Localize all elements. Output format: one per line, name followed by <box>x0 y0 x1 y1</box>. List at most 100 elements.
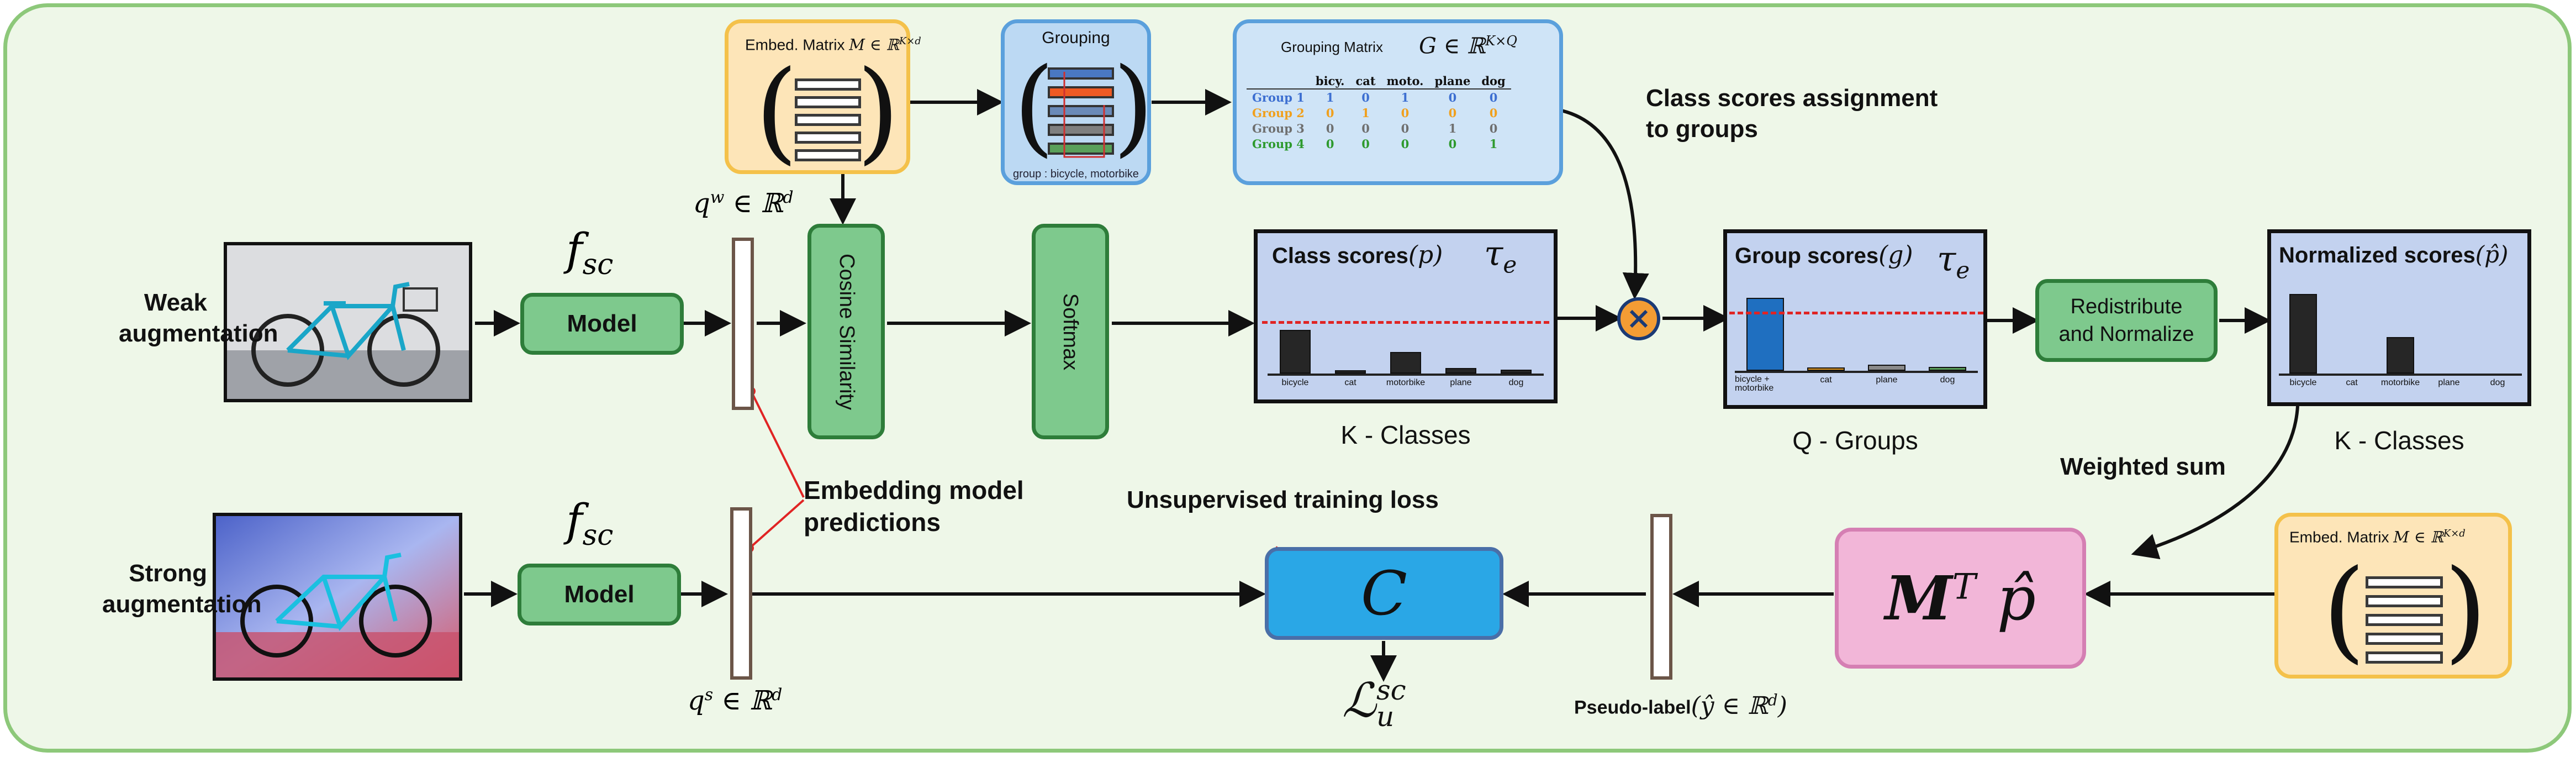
grouping-matrix-cell: 1 <box>1361 106 1370 120</box>
class-scores-title: Class scores(p) <box>1272 241 1443 269</box>
grouping-matrix-cell: 0 <box>1448 90 1457 104</box>
strong-augmentation-label: Strong augmentation <box>102 560 262 618</box>
left-paren-icon: ( <box>755 47 799 176</box>
group-scores-plot: bicycle + motorbike cat plane dog <box>1729 269 1983 393</box>
chart-tick-label: plane <box>1450 378 1472 387</box>
mtp-box: MT p̂ <box>1835 528 2086 669</box>
grouping-matrix-col-header: dog <box>1476 73 1511 90</box>
grouping-matrix-cell: 1 <box>1489 136 1498 151</box>
grouping-matrix-cell: 0 <box>1326 121 1334 135</box>
grouping-bracket-icon <box>1063 72 1105 158</box>
grouping-matrix-cell: 1 <box>1326 90 1334 104</box>
grouping-title: Grouping <box>1042 29 1110 47</box>
group-scores-caption: Q - Groups <box>1792 426 1918 455</box>
chart-bar <box>1501 370 1532 374</box>
qw-label: qw ∈ ℝd <box>693 188 794 219</box>
group-scores-title: Group scores(g) <box>1735 241 1913 269</box>
augmented-bicycle-image-icon <box>216 516 459 677</box>
grouping-matrix-row-name: Group 3 <box>1252 121 1305 135</box>
arrow-matrix-to-multiply <box>1540 106 1649 299</box>
group-scores-tau: τe <box>1937 239 1970 284</box>
chart-baseline <box>1735 371 1978 373</box>
grouping-matrix-cell: 0 <box>1489 106 1498 120</box>
grouping-matrix-cell: 0 <box>1361 90 1370 104</box>
pseudo-label-text: Pseudo-label(ŷ ∈ ℝd) <box>1574 691 1787 720</box>
cosine-similarity-box: Cosine Similarity <box>807 224 885 439</box>
grouping-matrix-cell: 0 <box>1401 106 1410 120</box>
chart-bar <box>1280 330 1311 374</box>
chart-bar <box>1445 368 1476 374</box>
chart-tick-label: motorbike <box>2380 378 2420 387</box>
redistribute-normalize-box: Redistribute and Normalize <box>2035 279 2218 362</box>
chart-bar <box>1928 366 1967 371</box>
grouping-matrix-math: G ∈ ℝK×Q <box>1419 33 1517 59</box>
embed-matrix-box: Embed. Matrix M ∈ ℝK×d ( ) <box>725 19 921 176</box>
embed-matrix-box-2: Embed. Matrix M ∈ ℝK×d ( ) <box>2274 513 2512 679</box>
chart-tick-label: dog <box>1508 378 1524 387</box>
unsupervised-loss-label: Unsupervised training loss <box>1127 486 1439 513</box>
chart-tick-label: cat <box>1344 378 1356 387</box>
grouping-matrix-cell: 0 <box>1361 136 1370 151</box>
chart-threshold-line <box>1262 320 1549 324</box>
grouping-right-paren-icon: ) <box>1113 45 1154 167</box>
embed-matrix-2-title: Embed. Matrix M ∈ ℝK×d <box>2289 528 2466 546</box>
grouping-matrix-row-name: Group 1 <box>1252 90 1305 104</box>
pointer-qs <box>748 499 805 549</box>
chart-tick-label: bicycle <box>1281 378 1309 387</box>
grouping-matrix-col-header: bicy. <box>1310 73 1350 90</box>
right-paren-icon: ) <box>857 47 900 176</box>
chart-bar <box>2387 337 2414 374</box>
weak-augmentation-label: Weak augmentation <box>119 289 278 347</box>
c-box: C <box>1265 547 1503 640</box>
mtp-label: MT p̂ <box>1885 563 2036 634</box>
chart-tick-label: motorbike <box>1386 378 1426 387</box>
normalized-scores-caption: K - Classes <box>2334 426 2464 455</box>
chart-bar <box>1807 367 1845 371</box>
chart-tick-label: plane <box>1876 375 1898 385</box>
grouping-matrix-col-header: moto. <box>1381 73 1429 90</box>
chart-baseline <box>2279 374 2522 376</box>
embed-matrix-title: Embed. Matrix M ∈ ℝK×d <box>745 35 921 54</box>
normalized-scores-title: Normalized scores(p̂) <box>2279 241 2509 268</box>
chart-threshold-line <box>1729 312 1983 315</box>
pointer-qw <box>750 391 805 498</box>
arrow-normalized-to-mtp <box>2131 406 2299 560</box>
strong-image <box>213 513 462 681</box>
chart-tick-label: dog <box>1940 375 1955 385</box>
multiply-icon <box>1617 297 1660 340</box>
model-strong-box: Model <box>518 564 681 625</box>
pseudo-label-bar <box>1650 514 1672 680</box>
weighted-sum-label: Weighted sum <box>2060 453 2226 480</box>
grouping-matrix-cell: 0 <box>1326 106 1334 120</box>
fsc-weak-label: fsc <box>566 224 614 281</box>
grouping-matrix-col-header: cat <box>1350 73 1381 90</box>
model-weak-box: Model <box>520 293 684 355</box>
chart-bar <box>1335 370 1366 374</box>
grouping-matrix-row-name: Group 4 <box>1252 136 1305 151</box>
grouping-box: Grouping ( ) group : bicycle, motorbike <box>1001 19 1154 185</box>
chart-baseline <box>1268 374 1544 376</box>
class-scores-tau: τe <box>1484 233 1517 278</box>
chart-bar <box>1746 297 1785 371</box>
qs-embedding-bar <box>730 507 752 680</box>
chart-tick-label: cat <box>2346 378 2358 387</box>
chart-bar <box>2289 294 2317 374</box>
chart-tick-label: cat <box>1820 375 1832 385</box>
qs-label: qs ∈ ℝd <box>688 685 783 716</box>
embed-rows-2-icon <box>2366 576 2443 665</box>
embed-rows-icon <box>795 78 861 161</box>
embedding-predictions-label: Embedding model predictions <box>804 476 1024 537</box>
class-scores-caption: K - Classes <box>1340 420 1471 449</box>
chart-tick-label: bicycle + motorbike <box>1735 375 1774 393</box>
grouping-left-paren-icon: ( <box>1013 45 1055 167</box>
left-paren-2-icon: ( <box>2322 546 2366 675</box>
grouping-matrix-col-header: plane <box>1429 73 1476 90</box>
